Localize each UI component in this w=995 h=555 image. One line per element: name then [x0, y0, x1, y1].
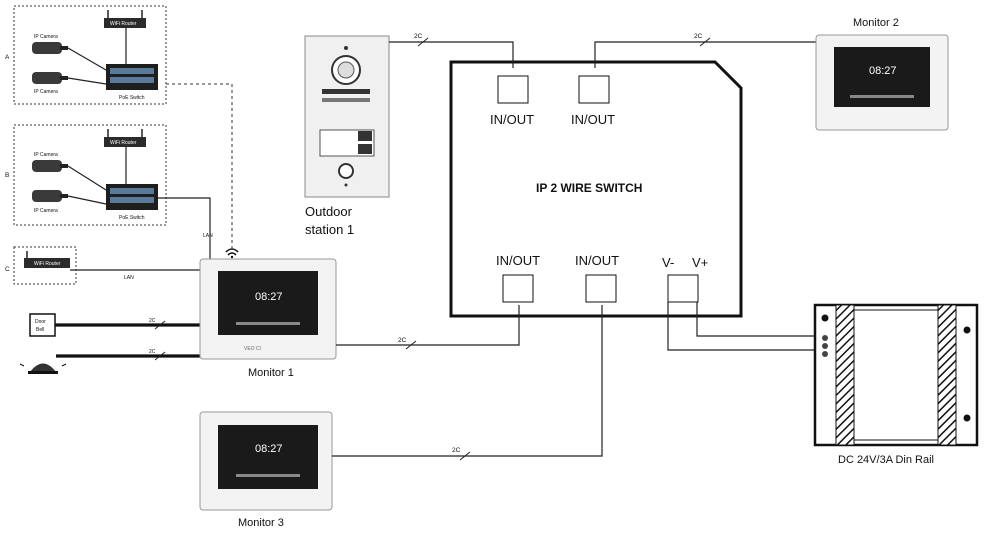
- monitor-1-brand: VEO CI: [244, 346, 261, 352]
- group-a: A WiFi Router IP Camera IP Camera PoE Sw…: [5, 5, 167, 105]
- wire-2c-outdoor: 2C: [414, 33, 423, 40]
- wire-2c-doorbell: 2C: [149, 318, 156, 324]
- poe-switch-b-label: PoE Switch: [119, 215, 145, 221]
- ip-camera-a1: IP Camera: [32, 34, 68, 54]
- wifi-router-b: WiFi Router: [104, 129, 146, 147]
- monitor-1-label: Monitor 1: [248, 367, 294, 379]
- ip-camera-a2-label: IP Camera: [34, 89, 58, 95]
- door-bell-label-2: Bell: [36, 327, 44, 333]
- ip-camera-b1-label: IP Camera: [34, 152, 58, 158]
- group-c-label: C: [5, 266, 10, 273]
- poe-switch-a-label: PoE Switch: [119, 95, 145, 101]
- wire-2c-monitor1: 2C: [398, 337, 407, 344]
- outdoor-station-label-1: Outdoor: [305, 204, 353, 219]
- siren-icon: [19, 363, 67, 374]
- outdoor-station: [304, 35, 390, 198]
- monitor-3: 08:27: [199, 411, 333, 511]
- wifi-router-a-label: WiFi Router: [110, 21, 137, 27]
- monitor-2: 08:27: [815, 34, 949, 131]
- door-bell: Door Bell: [29, 313, 56, 337]
- din-rail-power-supply: [813, 303, 979, 447]
- switch-title: IP 2 WIRE SWITCH: [536, 181, 642, 195]
- wire-2c-monitor3: 2C: [452, 447, 461, 454]
- wire-2c-monitor2: 2C: [694, 33, 703, 40]
- ip-camera-b2: IP Camera: [32, 190, 68, 214]
- group-a-label: A: [5, 54, 10, 61]
- ip-camera-b2-label: IP Camera: [34, 208, 58, 214]
- group-c: C WiFi Router: [5, 246, 77, 285]
- poe-switch-b: PoE Switch: [106, 184, 158, 221]
- monitor-1: 08:27 VEO CI: [199, 258, 337, 360]
- monitor-3-time: 08:27: [255, 443, 283, 455]
- monitor-1-time: 08:27: [255, 291, 283, 303]
- wifi-router-c: WiFi Router: [24, 251, 70, 268]
- power-supply-label: DC 24V/3A Din Rail: [838, 454, 934, 466]
- wifi-router-c-label: WiFi Router: [34, 261, 61, 267]
- ip-camera-a1-label: IP Camera: [34, 34, 58, 40]
- group-b-label: B: [5, 172, 9, 179]
- monitor-3-label: Monitor 3: [238, 517, 284, 529]
- poe-switch-a: PoE Switch: [106, 64, 158, 101]
- ip-2-wire-switch: IP 2 WIRE SWITCH IN/OUT IN/OUT IN/OUT IN…: [449, 60, 743, 318]
- lan-label-vertical: LAN: [203, 233, 213, 239]
- group-b: B WiFi Router IP Camera IP Camera PoE Sw…: [5, 124, 167, 226]
- wifi-router-a: WiFi Router: [104, 10, 146, 28]
- ip-camera-b1: IP Camera: [32, 152, 68, 172]
- v-plus-label: V+: [692, 255, 708, 270]
- port-top-2-label: IN/OUT: [571, 112, 615, 127]
- lan-label-horizontal: LAN: [124, 275, 134, 281]
- monitor-2-label: Monitor 2: [853, 17, 899, 29]
- wire-2c-siren: 2C: [149, 349, 156, 355]
- v-minus-label: V-: [662, 255, 674, 270]
- wifi-icon: [225, 248, 239, 259]
- door-bell-label-1: Door: [35, 319, 46, 325]
- port-bottom-1-label: IN/OUT: [496, 253, 540, 268]
- monitor-2-time: 08:27: [869, 65, 897, 77]
- wifi-router-b-label: WiFi Router: [110, 140, 137, 146]
- port-bottom-2-label: IN/OUT: [575, 253, 619, 268]
- outdoor-station-label-2: station 1: [305, 222, 354, 237]
- ip-camera-a2: IP Camera: [32, 72, 68, 95]
- port-top-1-label: IN/OUT: [490, 112, 534, 127]
